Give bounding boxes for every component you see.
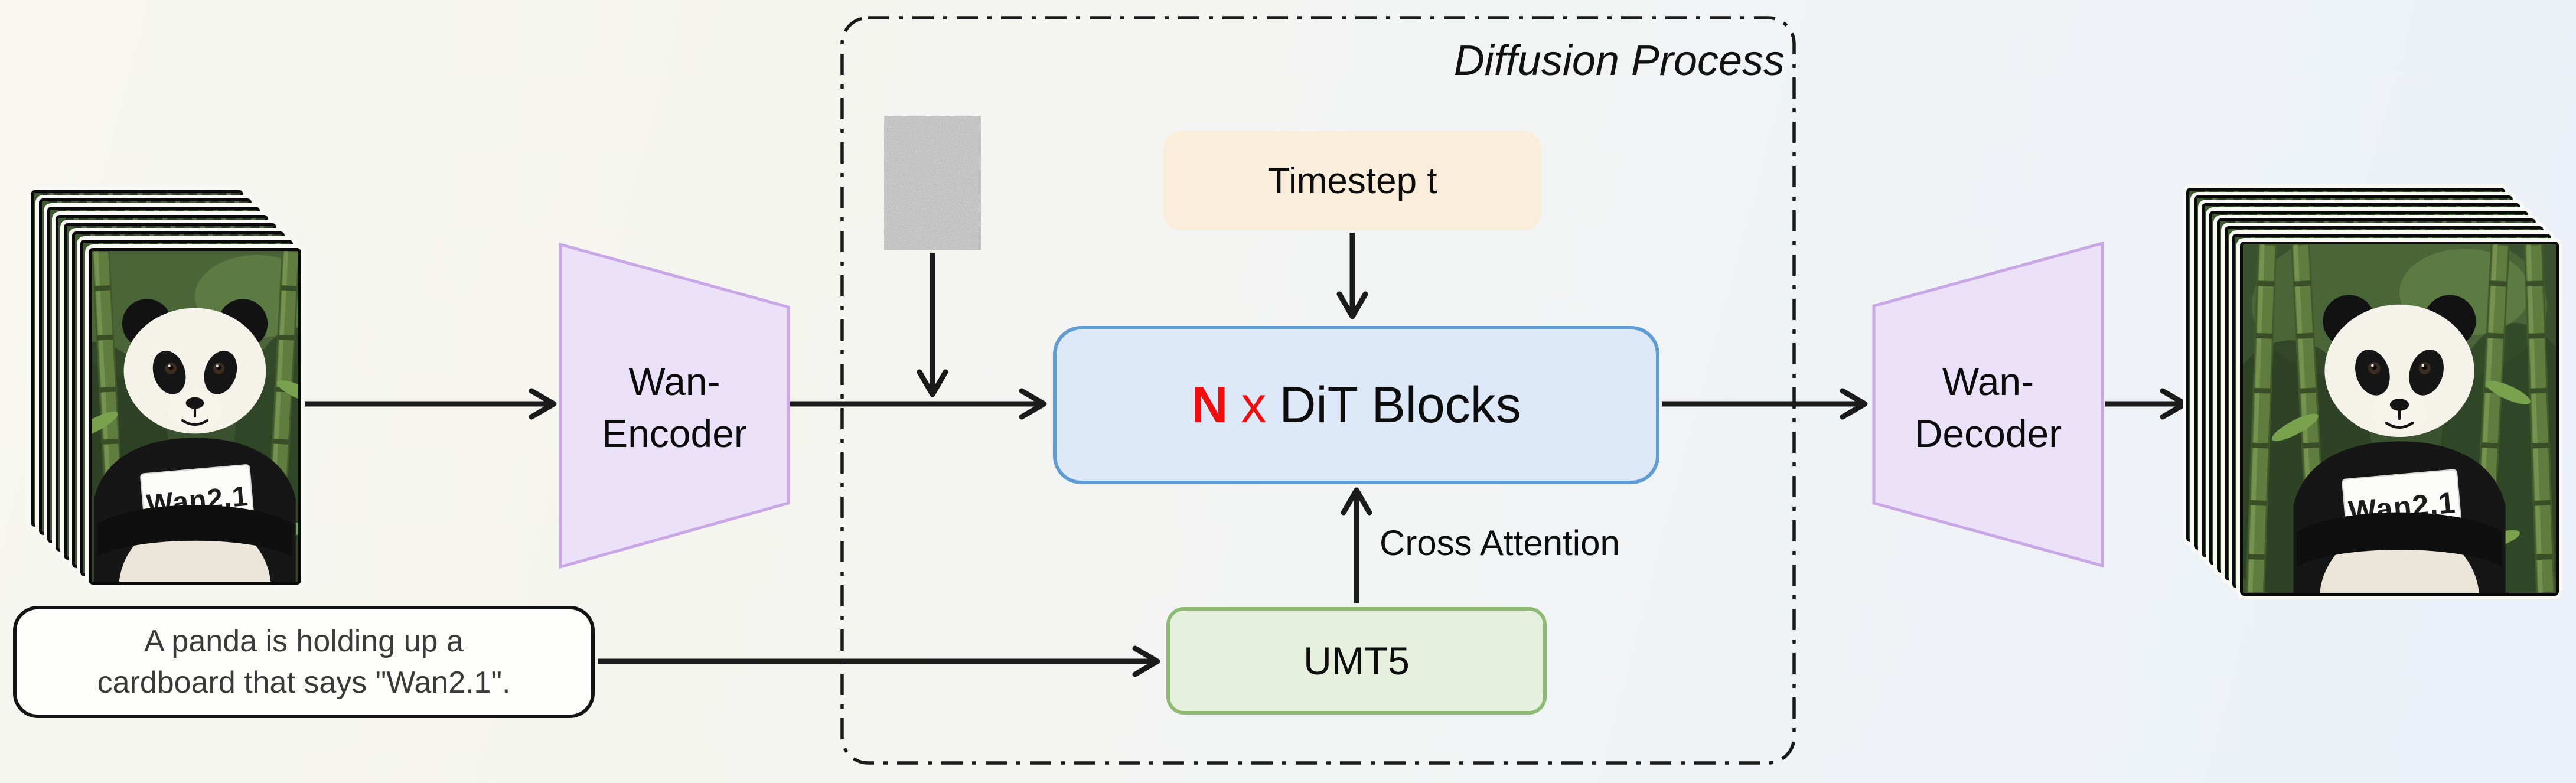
umt5-label: UMT5 (1303, 639, 1410, 683)
cross-attention-label: Cross Attention (1380, 523, 1620, 563)
dit-blocks-box: N x DiT Blocks (1053, 326, 1659, 484)
dit-count-label: N (1191, 376, 1228, 433)
cardboard-sign: Wan2.1 (97, 464, 293, 557)
prompt-text-box: A panda is holding up a cardboard that s… (13, 606, 595, 718)
decoder-label-line1: Wan- (1942, 360, 2034, 403)
diffusion-process-boundary (840, 16, 1796, 765)
decoder-label-line2: Decoder (1914, 412, 2062, 455)
umt5-box: UMT5 (1166, 607, 1547, 715)
noise-latent-texture (884, 116, 981, 250)
panda-illustration: Wan2.1 (92, 251, 298, 582)
timestep-label: Timestep t (1267, 160, 1437, 201)
prompt-line-1: A panda is holding up a (144, 624, 464, 658)
video-frame-front: Wan2.1 (85, 244, 305, 588)
timestep-box: Timestep t (1163, 131, 1541, 230)
wan-encoder-label-group: Wan- Encoder (560, 331, 788, 484)
wan-decoder-label-group: Wan- Decoder (1874, 331, 2102, 484)
dit-times-label: x (1241, 376, 1267, 433)
input-video-stack: Wan2.1 (27, 187, 305, 588)
dit-name-label: DiT Blocks (1279, 376, 1521, 433)
encoder-label-line1: Wan- (628, 360, 720, 403)
video-frame-front: Wan2.1 (2236, 238, 2562, 599)
wan-encoder-shape (559, 242, 790, 569)
cardboard-sign: Wan2.1 (2297, 469, 2502, 567)
diffusion-process-title: Diffusion Process (1453, 37, 1785, 84)
output-video-stack: Wan2.1 (2183, 184, 2562, 599)
wan-decoder-shape (1872, 241, 2104, 568)
encoder-label-line2: Encoder (602, 412, 747, 455)
panda-illustration: Wan2.1 (2243, 244, 2556, 593)
prompt-line-2: cardboard that says "Wan2.1". (97, 665, 511, 700)
